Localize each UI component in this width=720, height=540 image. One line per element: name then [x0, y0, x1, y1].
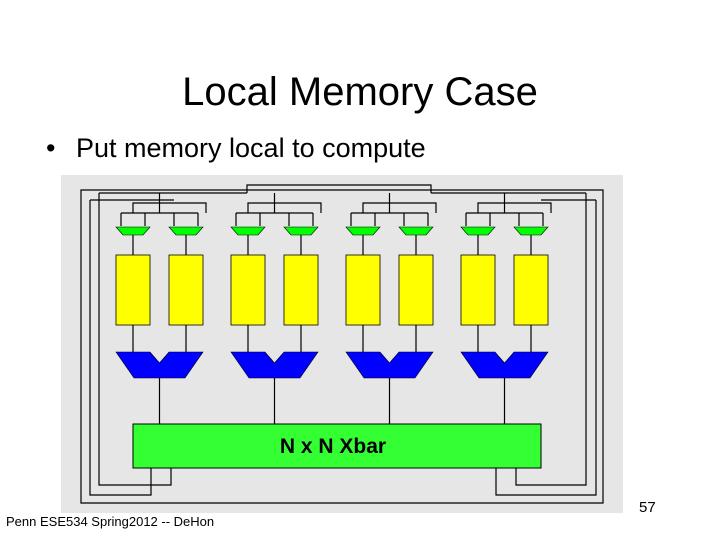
- bullet-item: • Put memory local to compute: [46, 133, 426, 164]
- memory-block: [230, 254, 266, 326]
- local-memory-diagram: N x N Xbar: [61, 175, 623, 513]
- memory-block: [398, 254, 434, 326]
- top-center-wire: [246, 184, 432, 193]
- footer-text: Penn ESE534 Spring2012 -- DeHon: [6, 514, 215, 529]
- cluster-local-loop: [247, 202, 322, 213]
- memory-block: [168, 254, 204, 326]
- input-mux: [168, 226, 204, 236]
- memory-block: [513, 254, 549, 326]
- input-mux: [513, 226, 549, 236]
- crossbar-label: N x N Xbar: [280, 435, 386, 458]
- page-number: 57: [639, 499, 656, 516]
- bullet-text: Put memory local to compute: [76, 133, 426, 163]
- memory-block: [115, 254, 151, 326]
- clusters-group: [115, 226, 549, 379]
- cluster-local-loop: [477, 202, 552, 213]
- input-mux: [345, 226, 381, 236]
- crossbar-box: [132, 423, 542, 469]
- input-mux: [460, 226, 496, 236]
- left-loop-wire-2: [98, 193, 172, 486]
- right-loop-wire-1: [515, 193, 587, 486]
- output-mux: [345, 351, 434, 379]
- memory-block: [460, 254, 496, 326]
- input-mux: [398, 226, 434, 236]
- bullet-symbol: •: [46, 133, 56, 163]
- cluster-local-loop: [132, 202, 207, 213]
- outer-frame-wire: [80, 189, 604, 504]
- memory-block: [283, 254, 319, 326]
- output-mux: [230, 351, 319, 379]
- left-loop-wire-1: [89, 200, 152, 496]
- slide-title: Local Memory Case: [182, 70, 538, 114]
- output-mux: [460, 351, 549, 379]
- input-mux: [115, 226, 151, 236]
- cluster-local-loop: [362, 202, 437, 213]
- input-mux: [230, 226, 266, 236]
- wires-group: [80, 184, 604, 504]
- memory-block: [345, 254, 381, 326]
- input-mux: [283, 226, 319, 236]
- output-mux: [115, 351, 204, 379]
- right-loop-wire-2: [495, 200, 597, 496]
